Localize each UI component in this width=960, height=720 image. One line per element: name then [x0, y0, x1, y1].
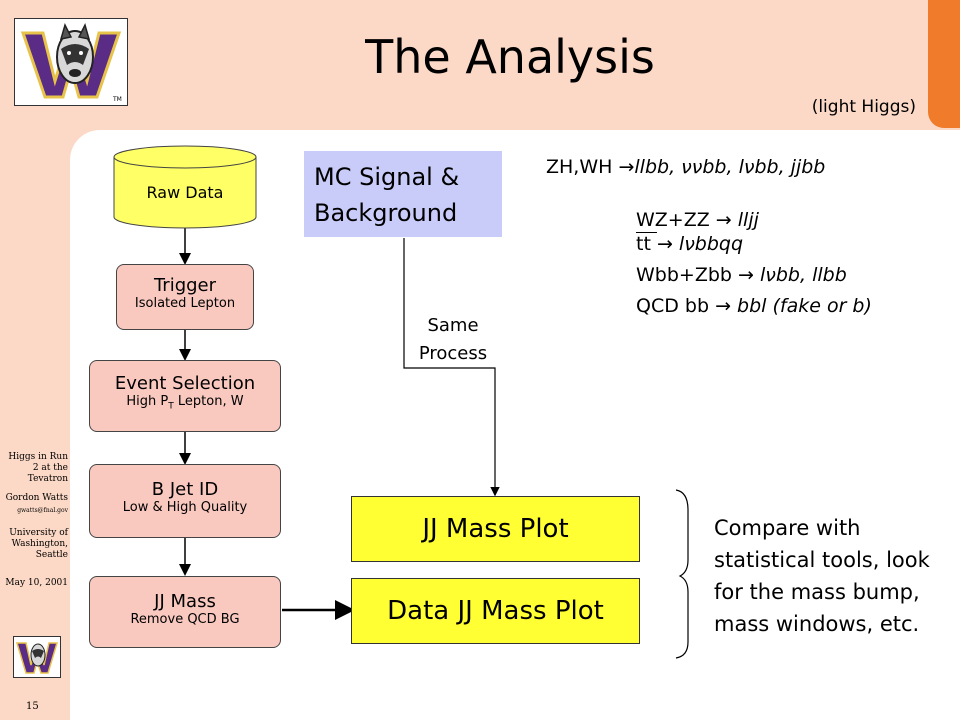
event-selection-box: Event Selection High PT Lepton, W: [89, 360, 281, 432]
same-process-label: Same Process: [406, 312, 500, 368]
signal-process-line: ZH,WH →llbb, ννbb, lνbb, jjbb: [546, 156, 826, 178]
jj-mass-plot-box: JJ Mass Plot: [351, 496, 640, 562]
sidebar-affiliation: University of Washington, Seattle: [9, 528, 68, 560]
background-process-3: Wbb+Zbb → lνbb, llbb: [636, 264, 847, 286]
mc-box-line1: MC Signal &: [314, 163, 460, 191]
sidebar-email: gwatts@fnal.gov: [17, 507, 68, 514]
arrow-icon: →: [715, 209, 732, 231]
svg-text:TM: TM: [112, 96, 122, 103]
raw-data-label: Raw Data: [146, 183, 224, 202]
sidebar-talk-title: Higgs in Run 2 at the Tevatron: [8, 452, 68, 484]
same-process-line1: Same: [427, 315, 479, 336]
trigger-label: Trigger: [153, 275, 217, 296]
trigger-box: Trigger Isolated Lepton: [116, 264, 254, 330]
compare-brace: [675, 489, 689, 659]
arrow-icon: →: [715, 295, 731, 317]
mc-box-line2: Background: [314, 199, 458, 227]
slide-subtitle: (light Higgs): [811, 97, 916, 117]
bjet-id-label: B Jet ID: [151, 479, 219, 500]
jj-mass-box: JJ Mass Remove QCD BG: [89, 576, 281, 648]
arrow-icon: →: [738, 264, 754, 286]
raw-data-cylinder: Raw Data: [113, 145, 257, 229]
arrow-icon: →: [656, 233, 673, 255]
title-accent-bar: [928, 0, 960, 128]
sidebar-author: Gordon Watts: [5, 493, 68, 503]
trigger-sublabel: Isolated Lepton: [134, 296, 236, 311]
university-logo: TM: [14, 18, 128, 106]
slide-title: The Analysis: [365, 30, 655, 84]
data-jj-mass-plot-box: Data JJ Mass Plot: [351, 578, 640, 644]
mc-signal-background-box: MC Signal & Background: [304, 151, 502, 237]
background-process-2: tt → lνbbqq: [636, 233, 744, 255]
background-process-4: QCD bb → bbl (fake or b): [636, 295, 872, 317]
same-process-line2: Process: [418, 343, 488, 364]
background-process-1: WZ+ZZ → lljj: [636, 209, 759, 231]
husky-w-logo-icon: TM: [20, 22, 122, 103]
sidebar-date: May 10, 2001: [5, 578, 68, 588]
husky-w-logo-small-icon: [15, 642, 59, 674]
arrow-mc-to-jj-plot: [403, 238, 500, 497]
university-logo-small: [13, 636, 61, 678]
jj-mass-sublabel: Remove QCD BG: [130, 612, 240, 627]
arrow-icon: →: [618, 156, 635, 178]
event-selection-sublabel: High PT Lepton, W: [126, 394, 244, 412]
jj-mass-label: JJ Mass: [154, 591, 216, 612]
bjet-id-sublabel: Low & High Quality: [122, 500, 248, 515]
compare-text: Compare with statistical tools, look for…: [714, 516, 930, 636]
bjet-id-box: B Jet ID Low & High Quality: [89, 464, 281, 538]
event-selection-label: Event Selection: [114, 373, 256, 394]
page-number: 15: [26, 701, 39, 712]
